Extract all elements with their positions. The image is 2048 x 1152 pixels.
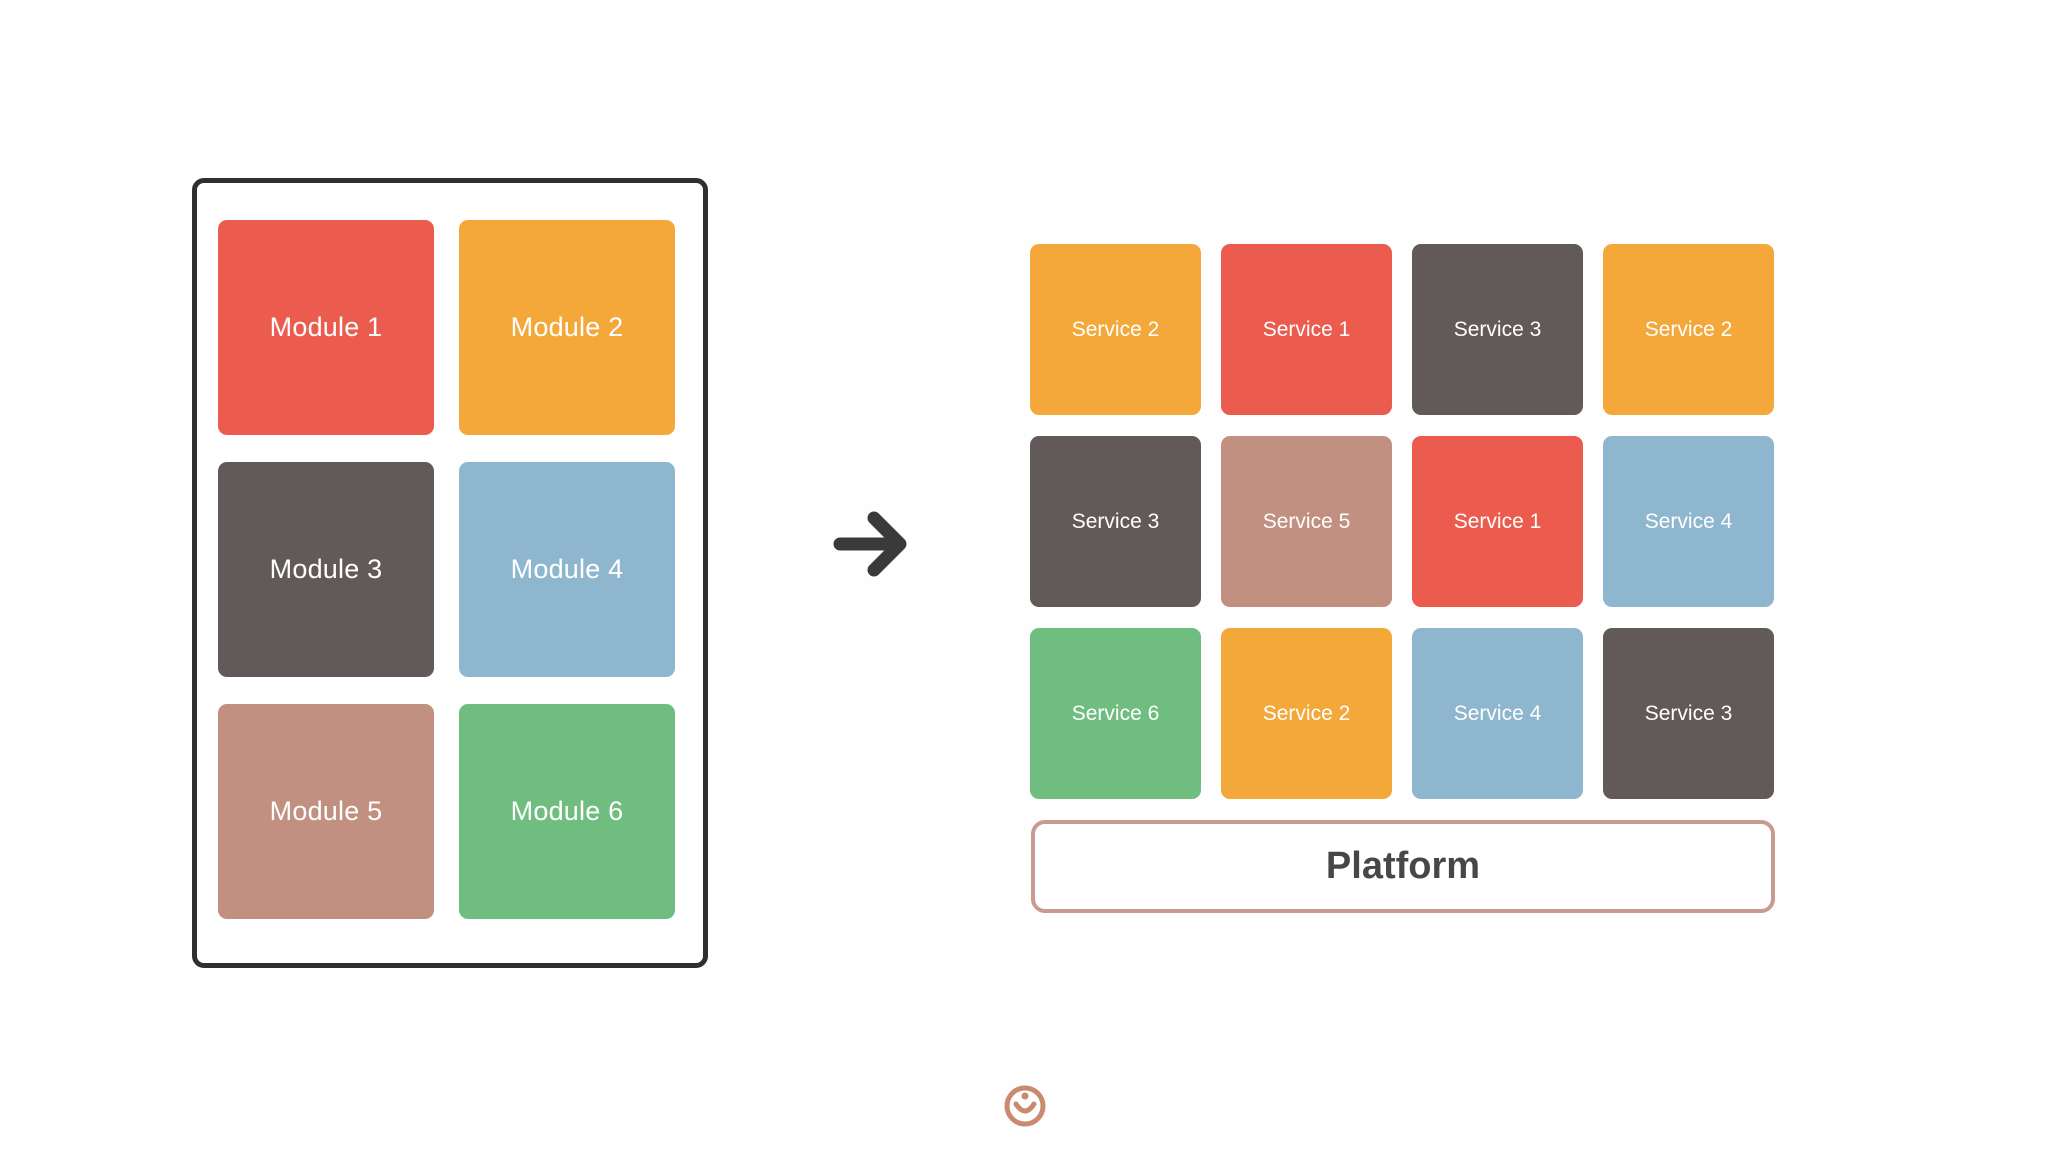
module-2-block: Module 2 <box>459 220 675 435</box>
service-block: Service 3 <box>1412 244 1583 415</box>
module-3-block: Module 3 <box>218 462 434 677</box>
service-block: Service 2 <box>1603 244 1774 415</box>
monolith-container: Module 1 Module 2 Module 3 Module 4 Modu… <box>192 178 708 968</box>
arrow-right-icon <box>833 511 907 577</box>
service-block: Service 4 <box>1412 628 1583 799</box>
platform-box: Platform <box>1031 820 1775 913</box>
service-block: Service 1 <box>1221 244 1392 415</box>
service-block: Service 1 <box>1412 436 1583 607</box>
module-6-block: Module 6 <box>459 704 675 919</box>
service-block: Service 6 <box>1030 628 1201 799</box>
service-block: Service 5 <box>1221 436 1392 607</box>
service-block: Service 2 <box>1221 628 1392 799</box>
platform-label: Platform <box>1325 845 1481 887</box>
service-block: Service 3 <box>1030 436 1201 607</box>
module-5-block: Module 5 <box>218 704 434 919</box>
module-1-block: Module 1 <box>218 220 434 435</box>
services-grid: Service 2 Service 1 Service 3 Service 2 … <box>1030 244 1774 799</box>
module-4-block: Module 4 <box>459 462 675 677</box>
brand-logo-icon <box>1004 1085 1046 1127</box>
service-block: Service 3 <box>1603 628 1774 799</box>
service-block: Service 2 <box>1030 244 1201 415</box>
service-block: Service 4 <box>1603 436 1774 607</box>
